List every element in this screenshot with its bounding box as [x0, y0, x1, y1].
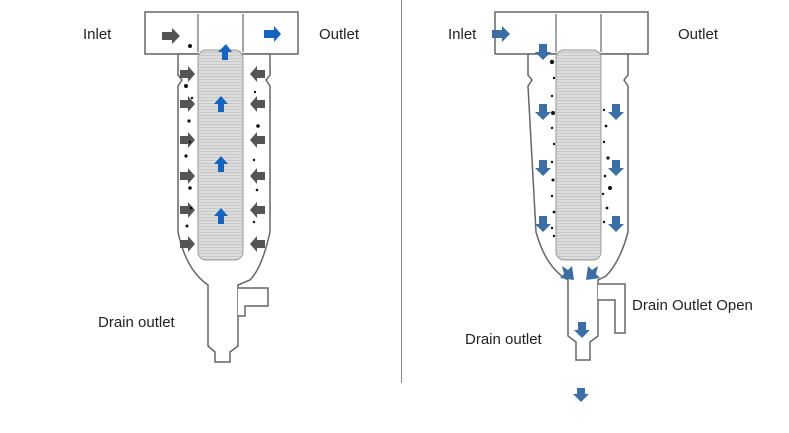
panel-divider [401, 0, 402, 383]
left-debris-particles [184, 44, 260, 228]
right-drain-open-label: Drain Outlet Open [632, 297, 753, 314]
left-filter-element [197, 49, 244, 261]
right-filter-element [555, 49, 602, 261]
left-dirty-flow-arrows [162, 28, 265, 252]
right-inlet-label: Inlet [448, 26, 477, 43]
right-flush-flow-arrows [492, 26, 624, 402]
right-outlet-label: Outlet [678, 26, 719, 43]
left-inlet-label: Inlet [83, 26, 112, 43]
left-outlet-label: Outlet [319, 26, 360, 43]
left-drain-label: Drain outlet [98, 314, 175, 331]
right-debris-particles [549, 59, 612, 238]
left-clean-flow-arrows [214, 26, 281, 224]
right-drain-label: Drain outlet [465, 331, 542, 348]
